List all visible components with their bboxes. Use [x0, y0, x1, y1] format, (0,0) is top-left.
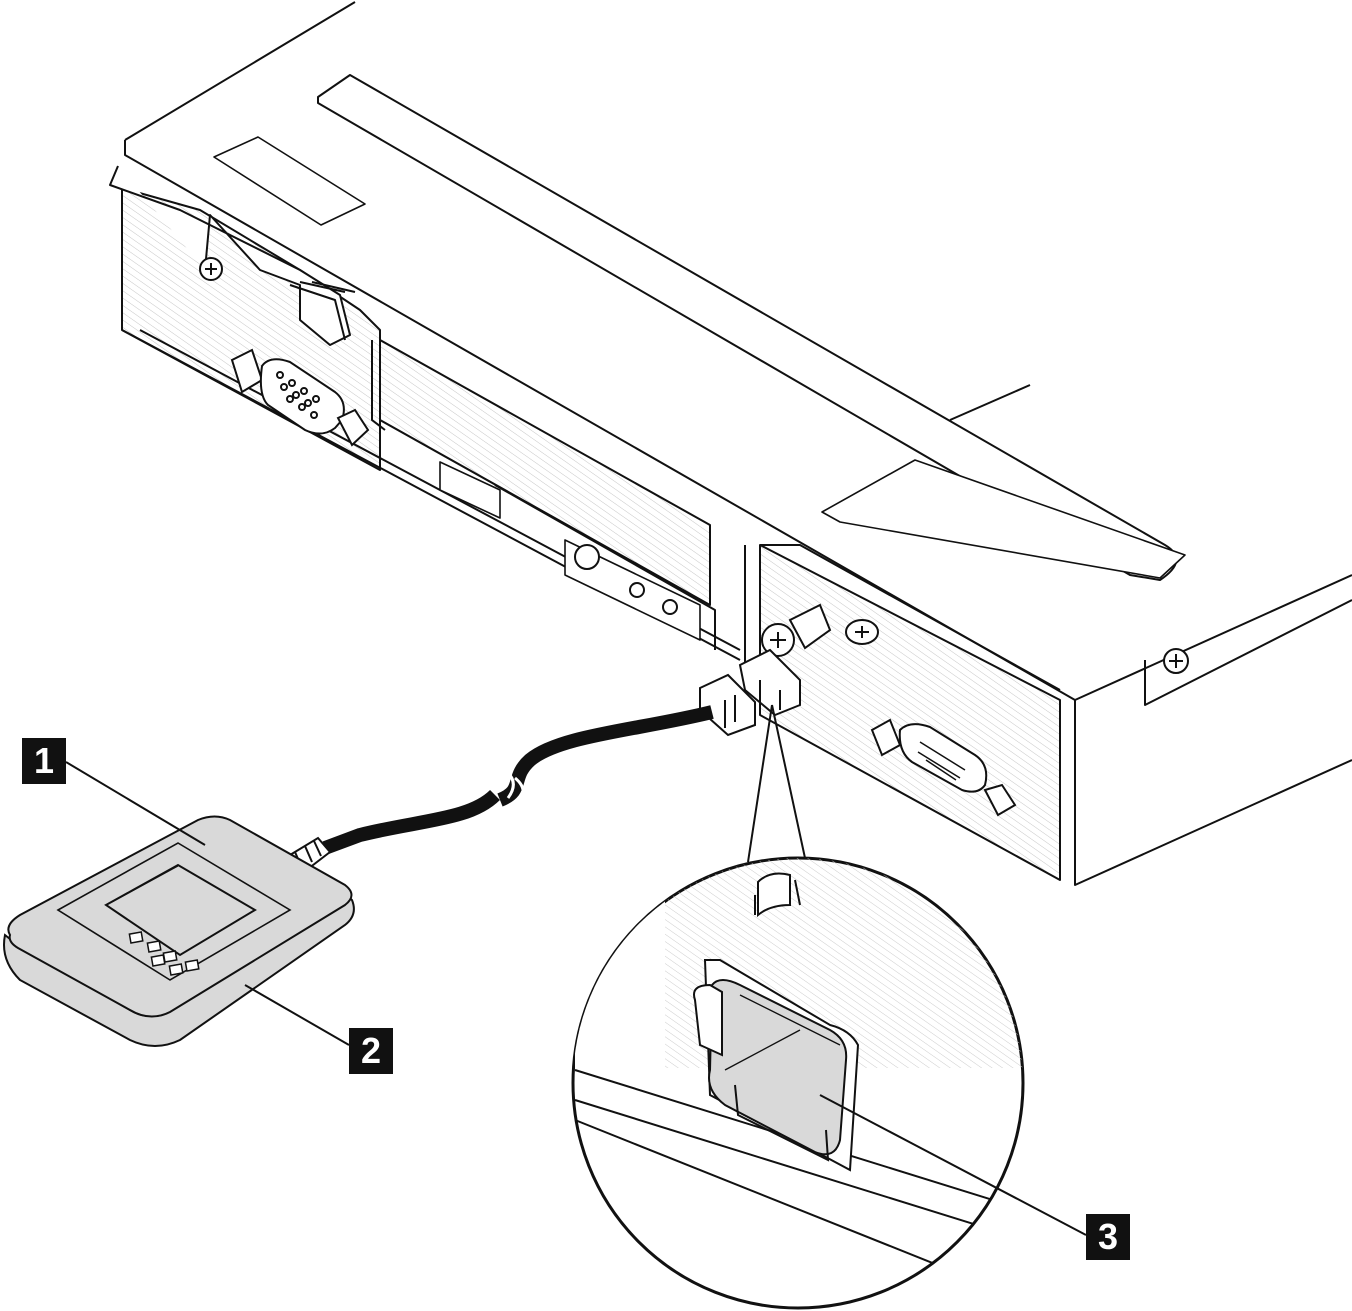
leader-line-3 [819, 1094, 1087, 1236]
serial-port-icon [870, 718, 1017, 817]
lcd-diagnostics-handset [3, 815, 355, 1047]
rear-handle [109, 165, 351, 346]
callout-2: 2 [349, 1028, 393, 1074]
screw-icon [199, 257, 223, 281]
screw-icon [1163, 648, 1189, 674]
top-label-plate [213, 136, 366, 226]
lcd-button-icon [128, 931, 200, 976]
callout-1: 1 [22, 738, 66, 784]
port-cover [708, 979, 848, 1156]
screw-icon [845, 619, 879, 645]
cable [322, 705, 714, 855]
top-cover-inset [821, 459, 1186, 579]
screw-icon [761, 603, 832, 657]
lcd-screen [104, 863, 257, 957]
leader-line-2 [244, 984, 350, 1046]
vga-port-icon [230, 348, 370, 447]
leader-lines [65, 761, 1087, 1236]
leader-line-1 [65, 761, 206, 846]
server-chassis [109, 1, 1352, 886]
callout-3: 3 [1086, 1214, 1130, 1260]
